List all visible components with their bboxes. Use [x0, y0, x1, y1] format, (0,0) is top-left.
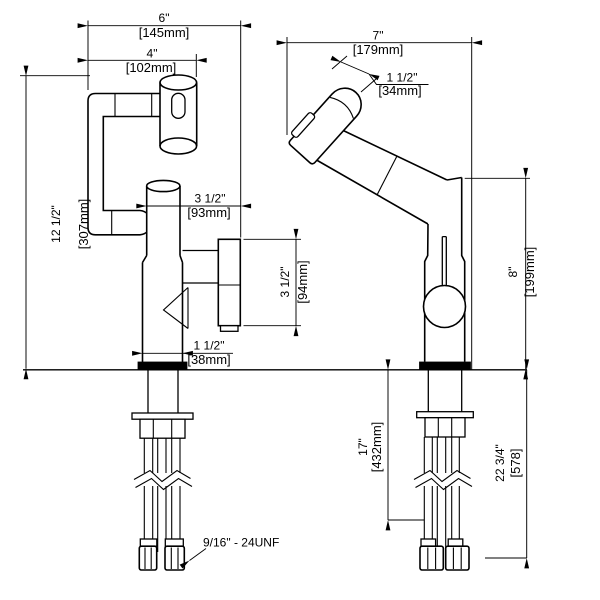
front-hose-collar-left [139, 538, 158, 547]
thread-spec-leader [179, 548, 207, 569]
side-hose-nut-left-facets [427, 547, 437, 569]
side-hose-collar-left [420, 538, 437, 547]
dim-front-spout-reach: 4" [102mm] [77, 47, 207, 77]
side-hose-collar-right [447, 538, 464, 547]
side-arm-edges [312, 127, 448, 225]
dim-side-head-width: 1 1/2" [34mm] [330, 55, 429, 98]
front-spray-head-bottom [159, 137, 198, 155]
side-hose-nut-right-facets [452, 547, 462, 569]
side-hose-nut-left [419, 545, 445, 571]
riser-top [145, 179, 181, 193]
spray-head-slot [171, 92, 186, 119]
dim-side-spout-height: 8" [199mm] [464, 167, 537, 380]
dim-front-overall-width-mm: [145mm] [139, 25, 190, 40]
dim-front-handle-height: 3 1/2" [94mm] [243, 228, 310, 337]
front-hoses-lower [143, 486, 181, 552]
dim-hose-length-inch: 17" [356, 438, 370, 456]
side-hose-break [413, 469, 473, 491]
thread-spec-callout: 9/16" - 24UNF [179, 536, 279, 569]
dim-hose-length: 17" [432mm] [356, 359, 424, 531]
front-hose-nut-left-facets [144, 547, 152, 569]
front-shank [147, 369, 179, 413]
side-spray-head [288, 87, 362, 165]
dim-front-handle-height-inch: 3 1/2" [278, 267, 292, 298]
handle-lever [217, 238, 242, 327]
dim-front-base-width-inch: 1 1/2" [194, 339, 225, 353]
front-hose-collar-right [164, 538, 184, 547]
side-base-flange [419, 361, 471, 371]
dim-side-overall-width-inch: 7" [373, 29, 384, 43]
dim-side-spout-height-mm: [199mm] [522, 247, 537, 298]
dim-front-base-width-mm: [38mm] [187, 352, 230, 367]
side-arm-seam [376, 155, 398, 196]
front-hoses-upper [143, 438, 181, 473]
front-body-mask [142, 262, 183, 362]
dim-side-head-width-inch: 1 1/2" [387, 71, 418, 85]
dim-front-base-width: 1 1/2" [38mm] [132, 339, 233, 367]
dim-front-spout-reach-inch: 4" [147, 47, 158, 61]
front-spray-head-top [159, 74, 198, 91]
side-hoses-lower [423, 486, 460, 552]
side-arm-mask [313, 128, 447, 224]
dim-front-handle-height-mm: [94mm] [295, 260, 310, 303]
dim-front-outlet-reach-inch: 3 1/2" [195, 192, 226, 206]
dim-hose-length-mm: [432mm] [369, 422, 384, 473]
front-view [87, 74, 242, 571]
front-hose-nut-left [138, 545, 158, 571]
dim-side-overall-width-mm: [179mm] [353, 42, 404, 57]
dim-front-overall-height-mm: [307mm] [76, 199, 91, 250]
dim-front-overall-height-inch: 12 1/2" [49, 205, 63, 243]
side-shank [427, 369, 463, 412]
front-body-sides [141, 262, 184, 362]
thread-spec-label: 9/16" - 24UNF [203, 536, 279, 550]
front-base-flange [137, 361, 188, 371]
dim-front-spout-reach-mm: [102mm] [126, 60, 177, 75]
front-hose-nut-right [164, 545, 186, 571]
side-handle-pin [441, 235, 447, 287]
front-hose-break [133, 469, 193, 491]
handle-neck [182, 249, 219, 284]
dim-total-length-inch: 22 3/4" [493, 444, 507, 482]
side-hoses-upper [423, 437, 460, 473]
side-mount-nut-facets [437, 417, 453, 437]
side-hose-nut-right [444, 545, 470, 571]
front-mount-nut-facets [152, 419, 173, 439]
dim-side-overall-width: 7" [179mm] [276, 29, 483, 370]
spout-arm-seam-lines [111, 94, 153, 234]
dim-total-length: 22 3/4" [578] [485, 359, 530, 569]
dim-front-outlet-reach-mm: [93mm] [187, 205, 230, 220]
dim-front-outlet-reach: 3 1/2" [93mm] [136, 192, 252, 220]
riser-mask [146, 186, 180, 256]
front-nut-flange [131, 412, 194, 420]
side-handle-knob [422, 284, 467, 329]
dim-side-spout-height-inch: 8" [506, 267, 520, 278]
dim-front-overall-width-inch: 6" [159, 11, 170, 25]
front-mount-nut [139, 418, 186, 439]
front-spray-head-sides [159, 82, 198, 146]
side-spray-head-button [291, 112, 316, 138]
dim-front-overall-height: 12 1/2" [307mm] [20, 65, 91, 380]
dim-front-overall-width: 6" [145mm] [77, 11, 252, 238]
side-spray-head-seam [329, 96, 354, 119]
side-spray-head-outline [288, 87, 362, 165]
dim-side-head-width-mm: [34mm] [378, 83, 421, 98]
side-nut-flange [416, 411, 474, 419]
front-hose-nut-right-facets [170, 547, 179, 569]
outlet-cone [162, 287, 189, 329]
riser-sides [141, 186, 184, 263]
dim-total-length-mm: [578] [508, 449, 523, 478]
dimensions: 6" [145mm] 4" [102mm] 12 1/2" [307mm] 3 … [20, 11, 537, 569]
side-view [288, 87, 474, 571]
handle-lever-cap [219, 325, 239, 332]
side-mount-nut [424, 417, 466, 438]
